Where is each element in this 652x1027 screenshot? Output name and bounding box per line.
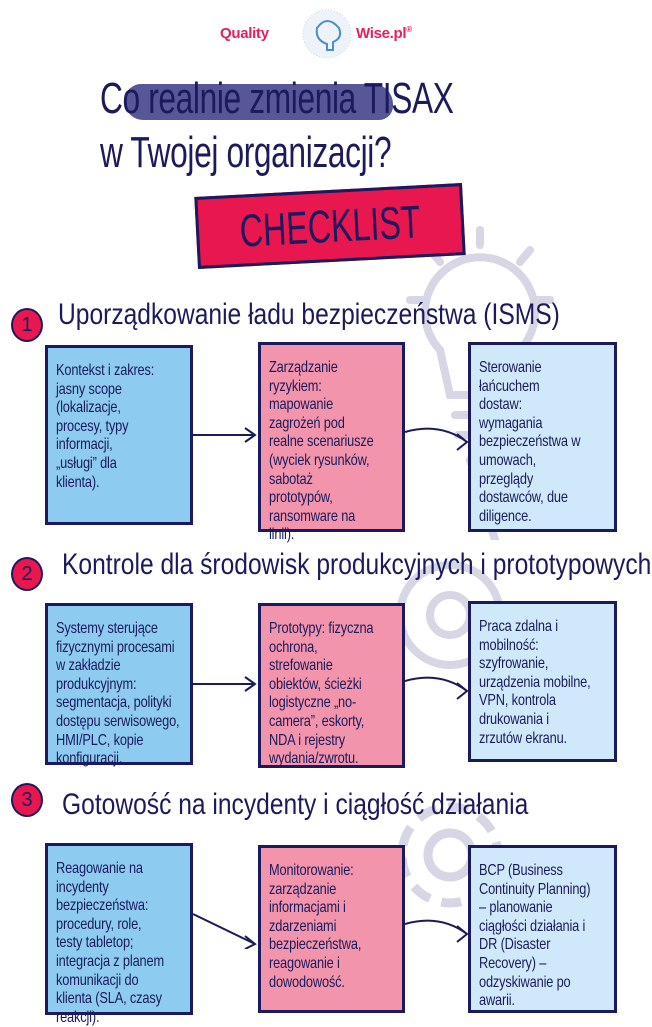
title-post: TISAX bbox=[363, 74, 454, 123]
section-number: 1 bbox=[11, 308, 43, 342]
checklist-card: Zarządzanie ryzykiem: mapowanie zagrożeń… bbox=[258, 342, 405, 543]
arrow-icon bbox=[193, 913, 257, 949]
brain-logo-icon bbox=[302, 9, 352, 59]
title-highlight bbox=[125, 84, 393, 120]
card-text: Kontekst i zakres: jasny scope (lokaliza… bbox=[56, 362, 155, 491]
registered-mark: ® bbox=[406, 25, 412, 34]
title-highlight-text: realnie zmienia bbox=[148, 74, 356, 123]
checklist-card: Systemy sterujące fizycznymi procesami w… bbox=[45, 603, 193, 767]
page-title-line2: w Twojej organizacji? bbox=[100, 128, 392, 177]
checklist-card: BCP (Business Continuity Planning) – pla… bbox=[468, 845, 617, 1013]
arrow-icon bbox=[193, 676, 257, 692]
card-text: Prototypy: fizyczna ochrona, strefowanie… bbox=[269, 620, 374, 768]
section-number: 3 bbox=[11, 783, 43, 817]
arrow-icon bbox=[405, 919, 469, 943]
checklist-card: Kontekst i zakres: jasny scope (lokaliza… bbox=[45, 345, 193, 525]
card-text: Zarządzanie ryzykiem: mapowanie zagrożeń… bbox=[269, 359, 374, 544]
page-title-line1: Co realnie zmienia TISAX bbox=[100, 74, 454, 124]
section-heading: Gotowość na incydenty i ciągłość działan… bbox=[62, 788, 529, 821]
checklist-card: Reagowanie na incydenty bezpieczeństwa: … bbox=[45, 843, 193, 1026]
card-text: Reagowanie na incydenty bezpieczeństwa: … bbox=[56, 860, 164, 1026]
logo-text-left: Quality bbox=[220, 25, 269, 42]
checklist-card: Prototypy: fizyczna ochrona, strefowanie… bbox=[258, 603, 405, 768]
checklist-card: Monitorowanie: zarządzanie informacjami … bbox=[258, 845, 405, 1013]
logo-right: Wise.pl bbox=[356, 25, 407, 42]
card-text: Praca zdalna i mobilność: szyfrowanie, u… bbox=[479, 618, 591, 747]
section-heading: Uporządkowanie ładu bezpieczeństwa (ISMS… bbox=[58, 298, 560, 331]
arrow-icon bbox=[405, 427, 469, 451]
checklist-card: Praca zdalna i mobilność: szyfrowanie, u… bbox=[468, 601, 617, 762]
arrow-icon bbox=[193, 427, 257, 443]
card-text: Monitorowanie: zarządzanie informacjami … bbox=[269, 862, 362, 991]
checklist-card: Sterowanie łańcuchem dostaw: wymagania b… bbox=[468, 342, 617, 532]
section-heading: Kontrole dla środowisk produkcyjnych i p… bbox=[62, 548, 652, 581]
logo-text-right: Wise.pl® bbox=[356, 25, 412, 42]
card-text: Sterowanie łańcuchem dostaw: wymagania b… bbox=[479, 359, 581, 525]
checklist-label: CHECKLIST bbox=[238, 195, 422, 257]
title-pre: Co bbox=[100, 74, 140, 123]
card-text: BCP (Business Continuity Planning) – pla… bbox=[479, 862, 591, 1010]
arrow-icon bbox=[405, 676, 469, 700]
checklist-badge: CHECKLIST bbox=[194, 183, 466, 269]
card-text: Systemy sterujące fizycznymi procesami w… bbox=[56, 620, 180, 768]
section-number: 2 bbox=[11, 557, 43, 591]
